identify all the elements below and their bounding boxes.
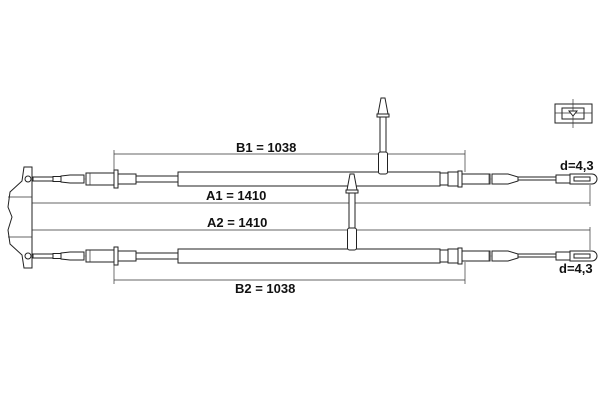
upper-cable <box>29 169 598 189</box>
lower-cable <box>29 246 598 266</box>
bracket-clamp-icon <box>7 166 33 269</box>
dimension-b2-label: B2 = 1038 <box>235 281 295 296</box>
dimension-a1-label: A1 = 1410 <box>206 188 266 203</box>
diameter-lower-label: d=4,3 <box>559 261 593 276</box>
dimension-b1-label: B1 = 1038 <box>236 140 296 155</box>
diameter-upper-label: d=4,3 <box>560 158 594 173</box>
upper-grommet <box>376 97 390 175</box>
end-fitting-detail-icon <box>554 99 593 128</box>
lower-grommet <box>345 173 359 251</box>
dimension-lines <box>32 150 591 284</box>
dimension-a2-label: A2 = 1410 <box>207 215 267 230</box>
